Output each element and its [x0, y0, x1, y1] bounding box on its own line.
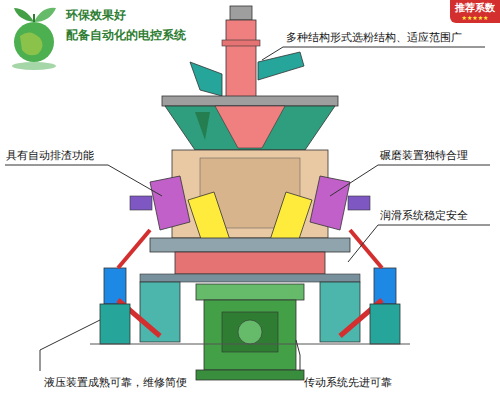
callout-label: 配备自动化的电控系统	[66, 28, 186, 42]
leader-lines	[5, 47, 490, 371]
callout-label: 液压装置成熟可靠，维修简便	[44, 376, 187, 389]
badge-title: 推荐系数	[455, 2, 495, 14]
callout-label: 传动系统先进可靠	[304, 376, 392, 389]
callout-label: 碾磨装置独特合理	[380, 149, 468, 162]
callout-label: 具有自动排渣功能	[6, 149, 94, 162]
badge-box: 推荐系数★★★★★	[450, 0, 500, 23]
badge-stars: ★★★★★	[455, 14, 495, 21]
callout-label: 润滑系统稳定安全	[380, 209, 468, 222]
callout-label: 多种结构形式选粉结构、适应范围广	[286, 31, 462, 44]
eco-logo	[12, 8, 56, 70]
callout-label: 环保效果好	[66, 8, 126, 22]
